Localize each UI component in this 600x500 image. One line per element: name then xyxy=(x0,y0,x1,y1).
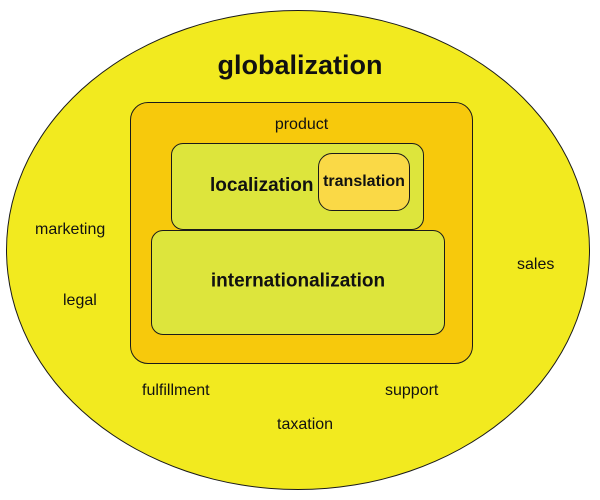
legal-label: legal xyxy=(63,292,97,309)
diagram-title: globalization xyxy=(217,50,383,80)
product-label: product xyxy=(274,116,329,133)
translation-label: translation xyxy=(323,173,405,190)
taxation-label: taxation xyxy=(277,416,334,433)
support-label: support xyxy=(385,382,439,399)
translation-box: translation xyxy=(318,153,410,211)
fulfillment-label: fulfillment xyxy=(142,382,210,399)
localization-label: localization xyxy=(210,175,314,196)
internationalization-label: internationalization xyxy=(210,270,386,291)
marketing-label: marketing xyxy=(35,221,106,238)
sales-label: sales xyxy=(517,256,555,273)
internationalization-box: internationalization xyxy=(151,230,445,335)
